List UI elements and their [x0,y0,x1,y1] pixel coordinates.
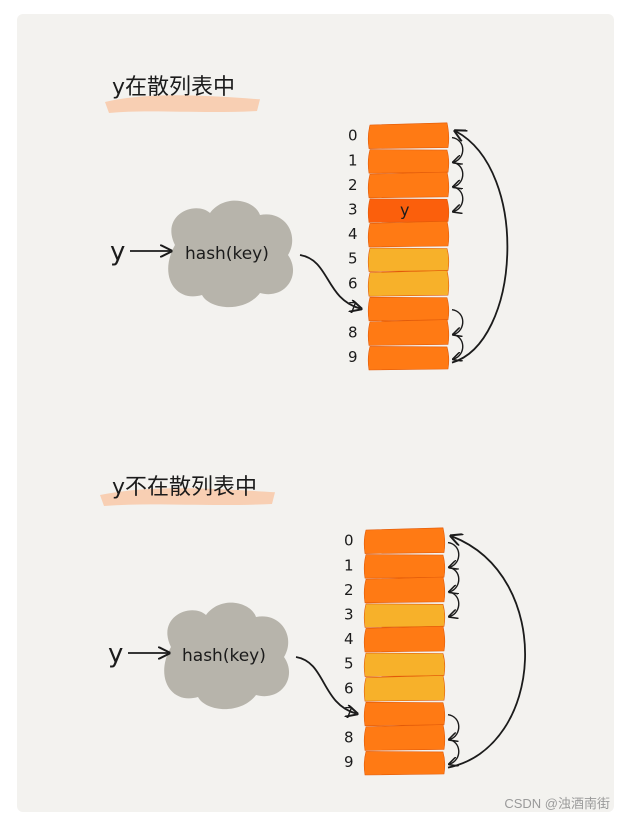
diagram-title: y在散列表中 [112,75,235,100]
wraparound-arrow [451,131,509,364]
probe-arrow [452,186,464,212]
probe-arrow [448,566,460,592]
table-slot-6 [367,270,450,297]
table-slot-3 [363,603,446,628]
table-slot-2 [367,171,450,199]
input-label: y [108,639,123,669]
slot-index-label: 6 [348,274,358,292]
probe-arrow [452,136,464,163]
table-slot-9 [363,751,446,776]
probe-arrow [448,591,460,617]
slot-index-label: 6 [344,679,354,697]
probe-arrow [448,738,460,764]
table-slot-4 [367,220,450,248]
hash-function-label: hash(key) [182,646,266,666]
slot-index-label: 2 [344,581,354,599]
table-slot-7 [363,701,446,727]
table-slot-5 [363,652,446,677]
table-slot-2 [363,576,446,604]
slot-index-label: 0 [344,532,354,550]
title-highlight [100,488,275,506]
table-slot-0 [363,527,446,554]
table-slot-9 [367,346,450,371]
diagram-title: y不在散列表中 [112,475,257,500]
table-slot-8 [363,724,446,751]
slot-index-label: 1 [344,556,354,574]
slot-index-label: 8 [348,324,358,342]
table-slot-1 [367,149,450,174]
table-slot-8 [367,319,450,346]
probe-arrow [452,309,464,335]
slot-index-label: 4 [344,630,354,648]
hash-function-cloud [168,200,294,308]
table-slot-1 [363,554,446,579]
slot-content: y [400,201,409,220]
probe-arrow [448,541,460,568]
slot-index-label: 8 [344,729,354,747]
slot-index-label: 5 [348,250,358,268]
slot-index-label: 0 [348,127,358,145]
table-slot-4 [363,625,446,653]
diagram-canvas [17,14,614,812]
slot-index-label: 9 [348,348,358,366]
hash-result-arrow [295,656,356,714]
table-slot-5 [367,247,450,272]
probe-arrow [452,161,464,187]
table-slot-0 [367,122,450,149]
watermark-text: CSDN @浊酒南街 [504,796,610,811]
table-slot-6 [363,675,446,702]
hash-function-label: hash(key) [185,244,269,264]
input-label: y [110,237,125,267]
title-highlight [105,95,260,113]
probe-arrow [448,714,460,740]
slot-index-label: 3 [348,201,358,219]
slot-index-label: 2 [348,176,358,194]
slot-index-label: 4 [348,225,358,243]
slot-index-label: 9 [344,753,354,771]
slot-index-label: 3 [344,606,354,624]
wraparound-arrow [448,536,526,769]
slot-index-label: 1 [348,151,358,169]
slot-index-label: 5 [344,655,354,673]
probe-arrow [452,333,464,359]
hash-result-arrow [299,254,360,309]
hash-function-cloud [164,602,290,710]
table-slot-3 [367,198,450,223]
table-slot-7 [367,296,450,322]
